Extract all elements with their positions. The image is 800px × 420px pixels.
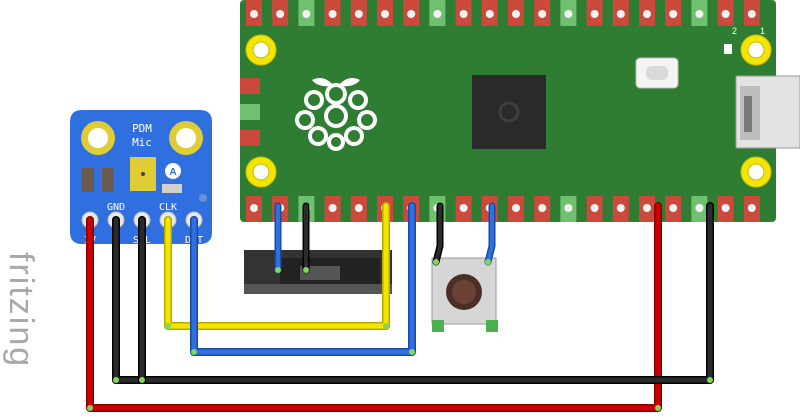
micro-usb-connector [735,75,800,149]
pico-board: 2 1 [240,0,800,222]
svg-text:A: A [169,167,176,178]
rp2040-chip [472,75,546,149]
wires [86,202,714,412]
status-led [724,44,732,54]
pin-label-1: 1 [760,26,765,36]
fritzing-watermark: fritzing [2,252,40,368]
pdm-mic-title-line2: Mic [132,136,152,149]
pdm-badge: A [165,163,181,179]
slide-switch [244,250,392,294]
pin-label-2: 2 [732,26,737,36]
pico-mounting-holes [245,34,772,188]
pico-debug-pins [240,78,260,146]
pdm-mic-title-line1: PDM [132,122,152,135]
pico-top-header [246,0,760,26]
push-button [431,257,498,332]
mic-pin-label-clk: CLK [159,202,177,213]
wire-endpoints [87,259,713,411]
mic-pin-label-gnd: GND [107,202,125,213]
